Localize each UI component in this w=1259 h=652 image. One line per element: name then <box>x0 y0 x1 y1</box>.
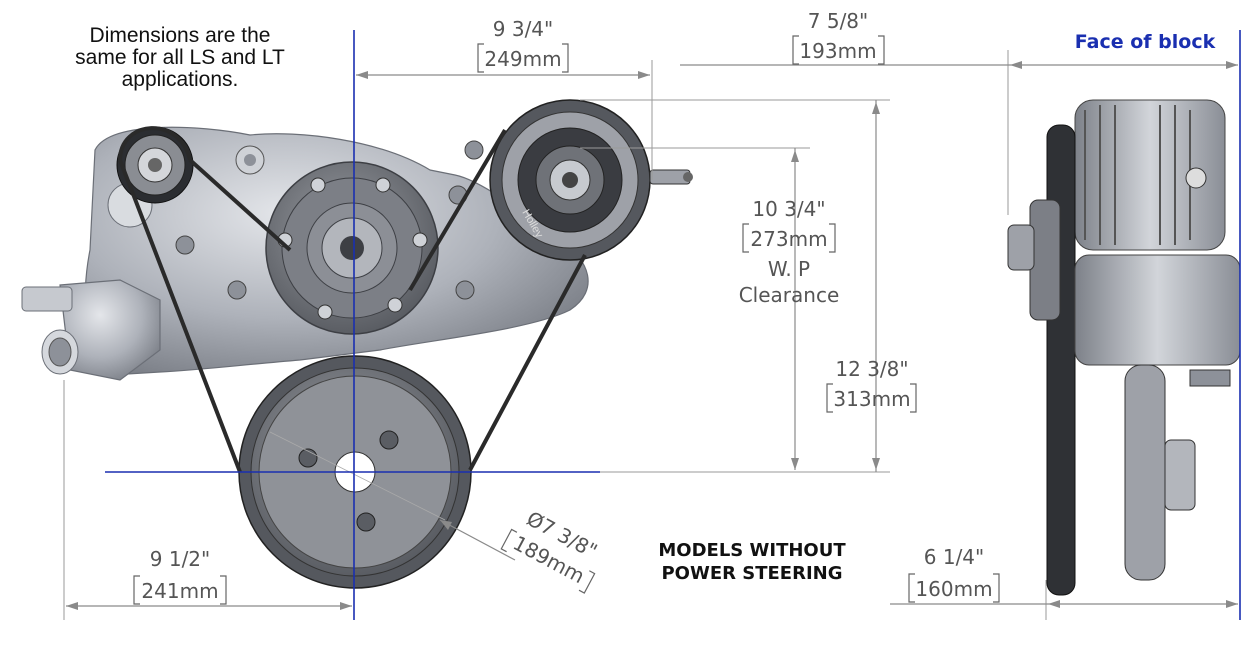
alternator-drawing: Holley <box>489 99 693 261</box>
note-line-3: applications. <box>122 68 239 91</box>
water-pump-drawing <box>21 126 589 381</box>
dim-height-imperial: 12 3/8" <box>835 357 908 381</box>
dim-height-metric: 313mm <box>833 387 910 411</box>
dim-wp-metric: 273mm <box>750 227 827 251</box>
side-view-drawing <box>1007 99 1241 596</box>
centerlines <box>105 30 1241 620</box>
caption-line-1: MODELS WITHOUT <box>658 540 846 561</box>
caption-line-2: POWER STEERING <box>661 563 842 584</box>
dimension-lines <box>63 50 1238 620</box>
note-block: Dimensions are the same for all LS and L… <box>75 24 285 91</box>
dim-side-depth-imperial: 6 1/4" <box>924 545 984 569</box>
metric-brackets <box>133 35 1000 605</box>
dim-top-width-imperial: 9 3/4" <box>493 17 553 41</box>
note-line-1: Dimensions are the <box>90 24 271 47</box>
face-of-block-label: Face of block <box>1075 31 1216 53</box>
dim-wp-label-2: Clearance <box>739 283 840 307</box>
note-line-2: same for all LS and LT <box>75 46 285 69</box>
dim-left-width-imperial: 9 1/2" <box>150 547 210 571</box>
serpentine-belt <box>118 126 587 473</box>
dim-left-width-metric: 241mm <box>141 579 218 603</box>
dim-offset-imperial: 7 5/8" <box>808 9 868 33</box>
crank-diameter-label: Ø7 3/8" 189mm <box>500 506 601 594</box>
dim-side-depth-metric: 160mm <box>915 577 992 601</box>
dim-wp-label-1: W. P <box>768 257 810 281</box>
caption-block: MODELS WITHOUT POWER STEERING <box>658 540 846 584</box>
dim-top-width-metric: 249mm <box>484 47 561 71</box>
dim-offset-metric: 193mm <box>799 39 876 63</box>
dim-wp-imperial: 10 3/4" <box>752 197 825 221</box>
